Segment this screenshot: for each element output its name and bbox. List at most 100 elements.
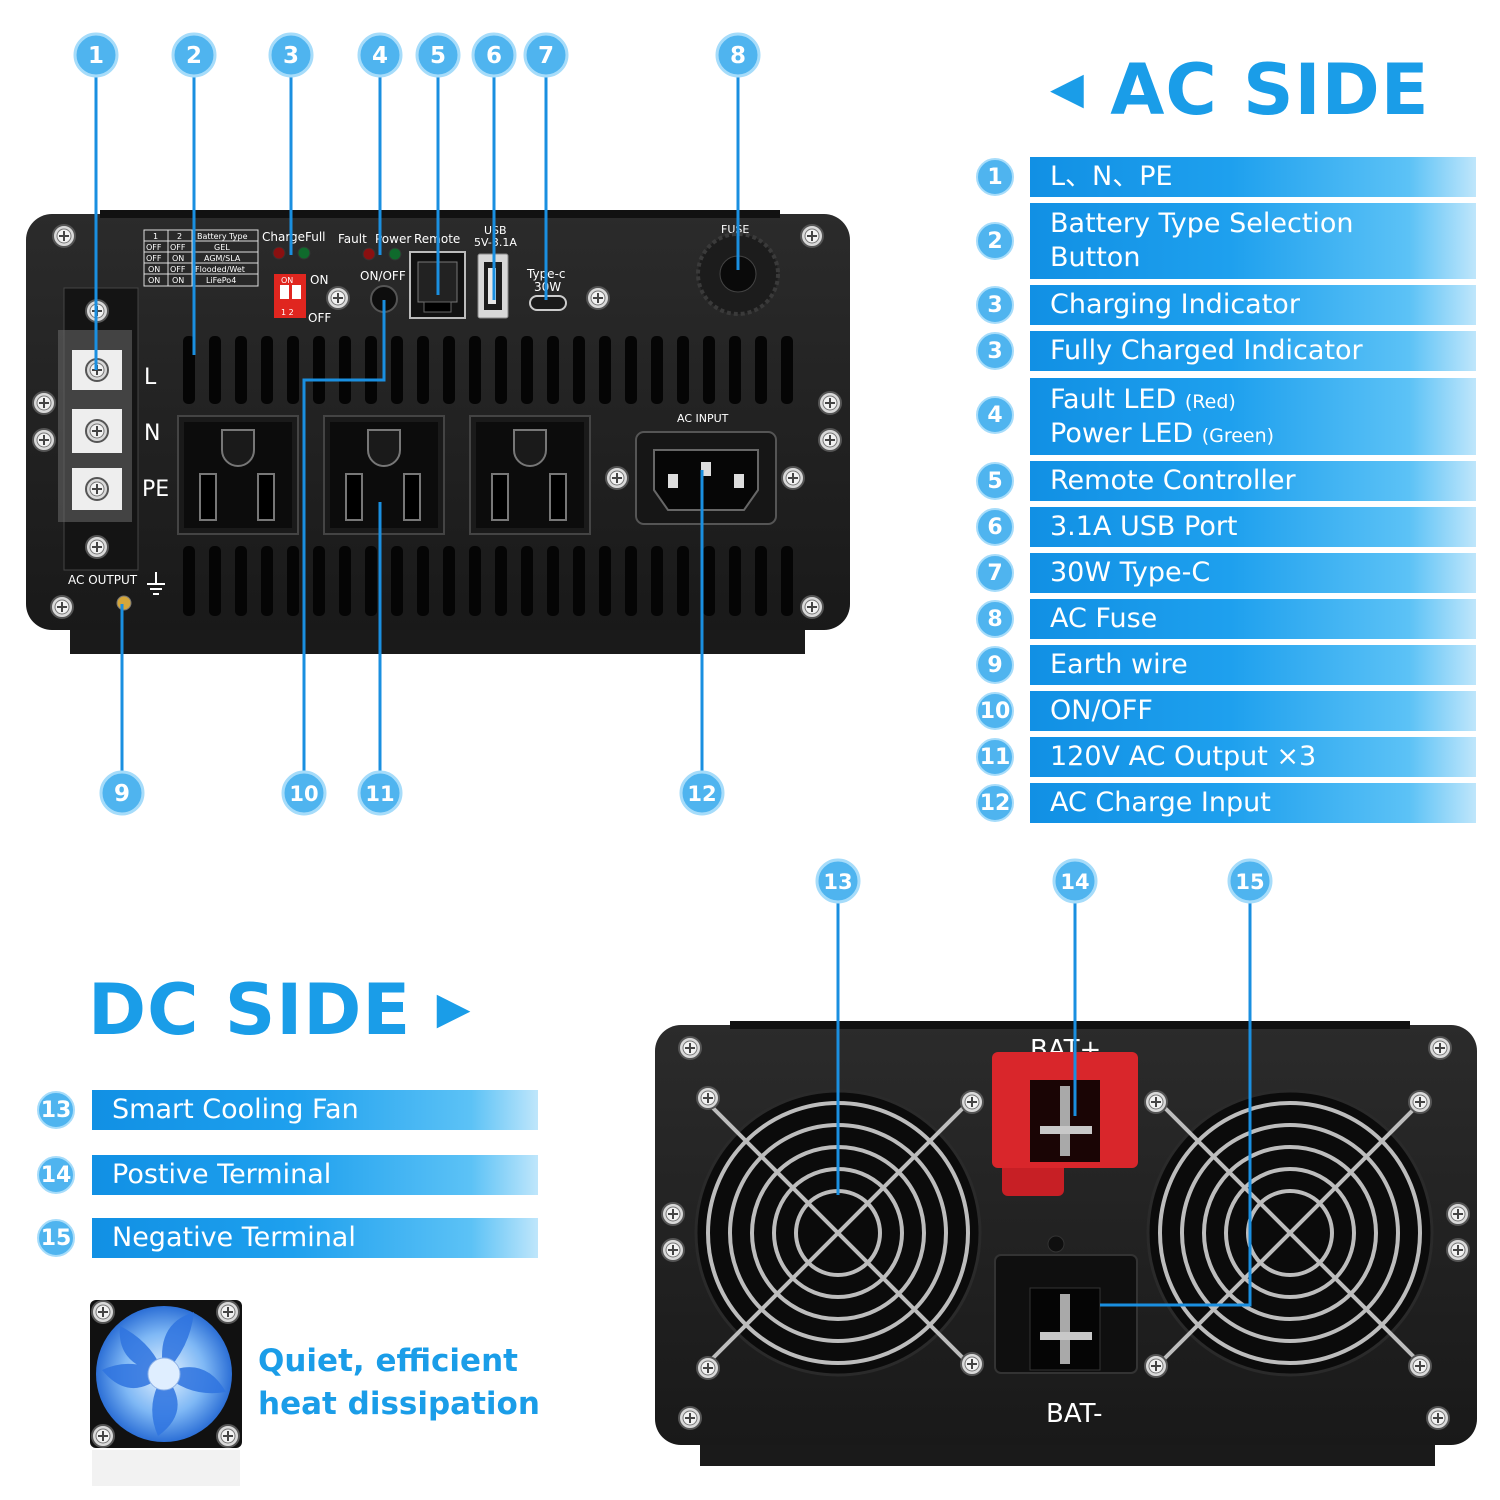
fault-led-icon xyxy=(362,247,376,261)
switch-on-label: ON xyxy=(310,273,328,287)
ac-callout-marker: 3 xyxy=(268,32,314,78)
ac-legend-num: 2 xyxy=(976,222,1014,260)
dip-table-header: 1 xyxy=(153,232,158,241)
dip-switch[interactable]: ON 1 2 xyxy=(274,274,306,318)
ac-legend-num: 9 xyxy=(976,646,1014,684)
ac-callout-number: 4 xyxy=(372,43,388,69)
dip-on-label: ON xyxy=(281,276,293,285)
ac-output-label: AC OUTPUT xyxy=(68,573,138,587)
screw-icon xyxy=(661,1202,685,1226)
ac-callout-marker: 2 xyxy=(171,32,217,78)
ac-callout-marker: 4 xyxy=(357,32,403,78)
ac-callout-number: 12 xyxy=(687,782,716,806)
screw-icon xyxy=(586,286,610,310)
typec-port[interactable] xyxy=(529,295,567,311)
dc-callout-marker: 13 xyxy=(815,858,861,904)
fault-led-panel-label: Fault xyxy=(338,232,367,246)
ac-callout-marker: 1 xyxy=(73,32,119,78)
ac-legend-num: 12 xyxy=(976,784,1014,822)
fuse-holder[interactable] xyxy=(696,232,780,316)
ac-callout-number: 5 xyxy=(430,43,446,69)
dc-callout-lines xyxy=(836,902,1252,1307)
ac-outlet[interactable] xyxy=(177,415,299,535)
fault-led-label: Fault LED xyxy=(1050,383,1177,415)
onoff-panel-label: ON/OFF xyxy=(360,269,406,283)
ac-legend-label: Fault LED (Red) xyxy=(1050,383,1476,417)
ac-legend-num: 7 xyxy=(976,554,1014,592)
screw-icon xyxy=(818,428,842,452)
ac-callout-number: 8 xyxy=(730,43,746,69)
dip-table-cell: GEL xyxy=(214,243,230,252)
battery-type-table: 1 2 Battery Type OFF OFF GEL OFF ON AGM/… xyxy=(143,229,259,287)
fault-led-note: (Red) xyxy=(1184,390,1236,413)
ac-legend-label-2: Power LED (Green) xyxy=(1050,417,1476,451)
screw-icon xyxy=(1446,1202,1470,1226)
ac-legend-num: 10 xyxy=(976,692,1014,730)
ac-legend-bar: 3.1A USB Port xyxy=(1030,507,1476,547)
dc-legend-bar: Smart Cooling Fan xyxy=(92,1090,538,1130)
ac-legend-num: 8 xyxy=(976,600,1014,638)
right-triangle-icon: ▶ xyxy=(436,982,472,1034)
ac-callout-number: 10 xyxy=(289,782,318,806)
dip-table-cell: Flooded/Wet xyxy=(195,265,245,274)
screw-icon xyxy=(32,428,56,452)
ac-legend-label: 120V AC Output ×3 xyxy=(1050,741,1317,773)
ac-outlet[interactable] xyxy=(323,415,445,535)
ac-callout-number: 3 xyxy=(283,43,299,69)
negative-terminal[interactable] xyxy=(994,1235,1138,1374)
ac-callout-number: 2 xyxy=(186,43,202,69)
ac-input-label: AC INPUT xyxy=(677,412,729,425)
ac-legend-label: L、N、PE xyxy=(1050,161,1173,193)
ac-legend-num: 1 xyxy=(976,158,1014,196)
switch-off-label: OFF xyxy=(308,311,331,325)
ac-callout-marker: 5 xyxy=(415,32,461,78)
dc-legend-label: Smart Cooling Fan xyxy=(112,1094,359,1126)
dip-table-cell: ON xyxy=(148,276,160,285)
dip-table-cell: AGM/SLA xyxy=(204,254,241,263)
ac-panel-vents-top xyxy=(183,336,793,404)
ac-legend-bar: Fault LED (Red) Power LED (Green) xyxy=(1030,378,1476,455)
ac-callout-marker: 9 xyxy=(99,770,145,816)
dip-table-cell: OFF xyxy=(146,254,162,263)
dc-callout-marker: 15 xyxy=(1227,858,1273,904)
ac-outlet[interactable] xyxy=(469,415,591,535)
ac-legend-label: Fully Charged Indicator xyxy=(1050,335,1363,367)
dip-table-cell: LiFePo4 xyxy=(206,276,236,285)
fan-icon xyxy=(90,1300,242,1486)
ac-legend-label: Earth wire xyxy=(1050,649,1188,681)
screw-icon xyxy=(1446,1238,1470,1262)
power-led-icon xyxy=(388,247,402,261)
positive-terminal[interactable] xyxy=(992,1052,1138,1196)
ac-panel: L N PE AC OUTPUT 1 2 Battery Type OFF OF… xyxy=(26,210,850,654)
ac-legend-label: AC Charge Input xyxy=(1050,787,1271,819)
ac-callout-lines xyxy=(94,76,740,772)
ac-side-title-text: AC SIDE xyxy=(1110,49,1430,131)
dc-legend-num: 13 xyxy=(37,1091,75,1129)
ac-legend-bar: L、N、PE xyxy=(1030,157,1476,197)
cooling-fan xyxy=(1144,1089,1434,1378)
ac-callout-number: 6 xyxy=(486,43,502,69)
screw-icon xyxy=(800,224,824,248)
ac-input-socket[interactable] xyxy=(635,431,777,525)
terminal-n-label: N xyxy=(144,421,160,446)
ground-icon xyxy=(147,572,165,595)
bat-negative-label: BAT- xyxy=(1046,1399,1102,1429)
terminal-l-label: L xyxy=(144,365,157,390)
ac-legend-label: Remote Controller xyxy=(1050,465,1296,497)
ac-legend-bar: AC Charge Input xyxy=(1030,783,1476,823)
dc-legend-label: Postive Terminal xyxy=(112,1159,332,1191)
power-led-panel-label: Power xyxy=(375,232,411,246)
ac-callout-number: 7 xyxy=(538,43,554,69)
ac-callout-marker: 12 xyxy=(679,770,725,816)
dc-callout-number: 13 xyxy=(823,870,852,894)
dc-legend-num: 15 xyxy=(37,1219,75,1257)
dc-legend-bar: Negative Terminal xyxy=(92,1218,538,1258)
typec-spec: 30W xyxy=(534,280,561,294)
ac-legend-bar: Fully Charged Indicator xyxy=(1030,331,1476,371)
usb-spec: 5V-3.1A xyxy=(474,236,517,249)
terminal-pe-label: PE xyxy=(142,477,169,502)
ac-callout-marker: 6 xyxy=(471,32,517,78)
ac-callout-marker: 11 xyxy=(357,770,403,816)
ac-callout-number: 11 xyxy=(365,782,394,806)
dc-legend-num: 14 xyxy=(37,1156,75,1194)
